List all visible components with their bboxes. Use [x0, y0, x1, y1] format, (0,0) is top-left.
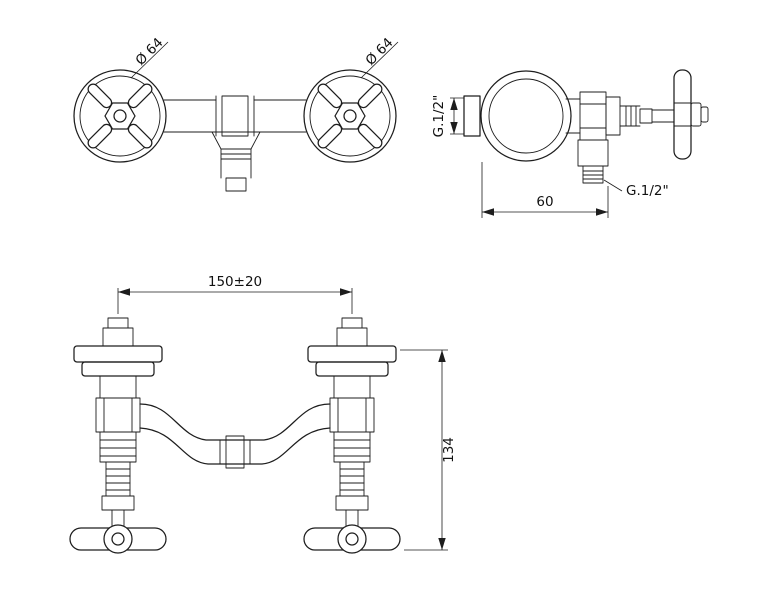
leader-diameter-left	[130, 41, 169, 79]
depth-label: 60	[536, 194, 553, 210]
wall-inlet-stub	[463, 95, 481, 137]
left-cross-handle	[69, 524, 167, 554]
leader-outlet	[603, 179, 623, 192]
dimension-lines	[117, 41, 623, 551]
side-view	[463, 69, 709, 184]
wall-flange	[480, 70, 572, 162]
hex-nut	[334, 102, 366, 130]
right-valve-body	[329, 375, 375, 529]
left-valve-body	[95, 375, 141, 529]
connecting-bridge	[139, 403, 331, 469]
height-label: 134	[441, 437, 457, 463]
escutcheon-discs	[73, 345, 397, 377]
body-bar	[163, 95, 307, 137]
spout-junction	[211, 131, 261, 192]
cross-handle-side	[673, 69, 709, 160]
diameter-label-right: Ø 64	[363, 35, 397, 69]
inlet-thread-label: G.1/2"	[431, 95, 447, 138]
right-cross-handle	[303, 524, 401, 554]
wall-stems	[102, 317, 368, 347]
outlet-thread-label: G.1/2"	[626, 183, 669, 199]
bottom-outlet-side	[577, 139, 609, 184]
diameter-label-left: Ø 64	[133, 35, 167, 69]
ext-lines-inlet	[450, 97, 464, 135]
hex-nut	[104, 102, 136, 130]
right-escutcheon	[303, 69, 397, 163]
leader-diameter-right	[360, 41, 399, 79]
front-view-top	[73, 69, 397, 192]
front-view-bottom	[69, 317, 401, 554]
center-distance-label: 150±20	[208, 274, 262, 290]
valve-body-side	[565, 91, 675, 141]
left-escutcheon	[73, 69, 167, 163]
dimension-labels: Ø 64 Ø 64 G.1/2" G.1/2" 60 150±20 134	[133, 35, 669, 463]
